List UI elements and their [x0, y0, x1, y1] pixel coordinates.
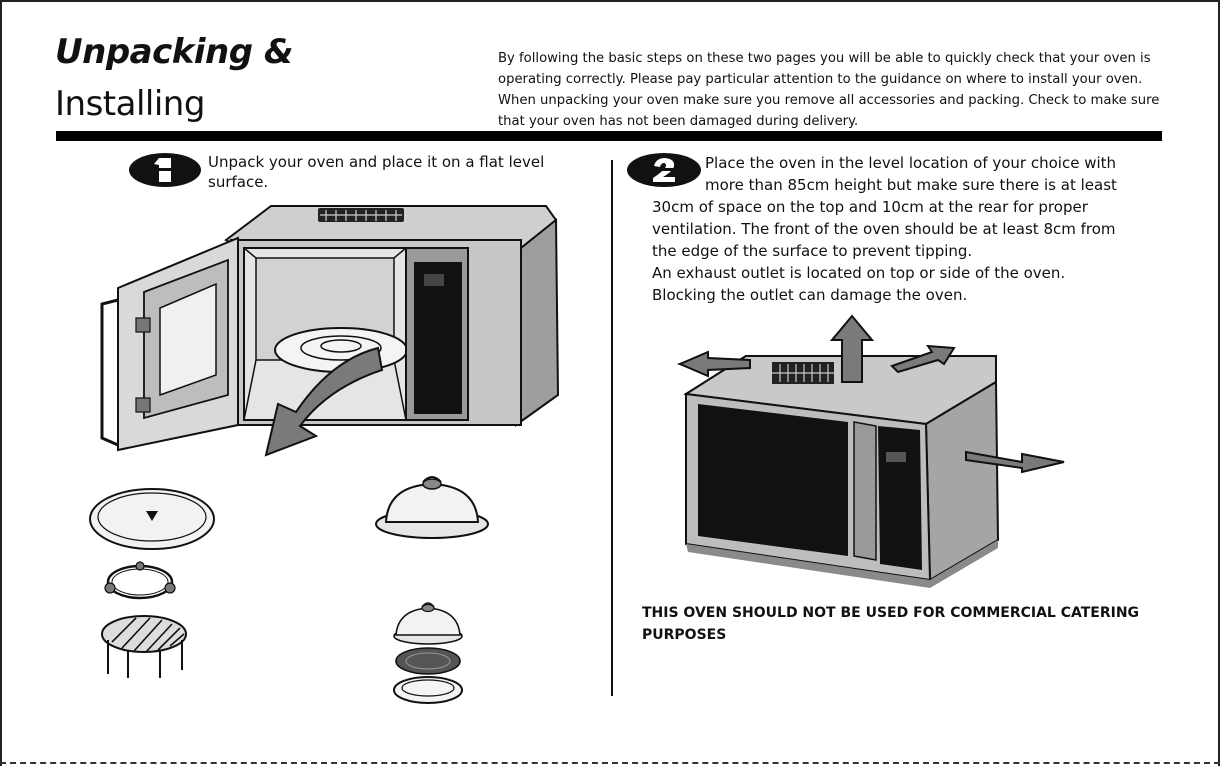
step1-number: 1 — [165, 176, 166, 178]
page-border-right — [1218, 0, 1220, 766]
microwave-open-door-icon — [100, 205, 560, 457]
step2-badge: 2 — [627, 153, 701, 187]
dome-cover-icon — [375, 476, 489, 539]
step2-text-exhaust: An exhaust outlet is located on top or s… — [652, 264, 1066, 304]
turntable-glass-tray-icon — [89, 488, 215, 550]
commercial-use-warning: THIS OVEN SHOULD NOT BE USED FOR COMMERC… — [642, 605, 1140, 643]
step2-text-rest: 30cm of space on the top and 10cm at the… — [652, 198, 1116, 260]
wire-rack-icon — [101, 615, 187, 678]
column-divider — [611, 160, 613, 696]
microwave-ventilation-arrows-icon — [676, 314, 1065, 588]
step2-body: 30cm of space on the top and 10cm at the… — [652, 196, 1122, 306]
intro-paragraph: By following the basic steps on these tw… — [498, 51, 1160, 129]
page-border-top — [0, 0, 1220, 2]
step1-text: Unpack your oven and place it on a flat … — [208, 153, 545, 191]
page-border-left — [0, 0, 2, 766]
step1-badge: 1 — [129, 153, 201, 187]
step2-text-first: Place the oven in the level location of … — [705, 154, 1117, 194]
step2-number: 2 — [664, 176, 665, 178]
page-title-line1: Unpacking & — [55, 32, 294, 72]
header-rule — [56, 131, 1162, 141]
page-title-line2: Installing — [55, 84, 205, 124]
roller-ring-icon — [104, 561, 176, 600]
page-border-bottom — [0, 762, 1220, 764]
small-dome-set-icon — [393, 602, 463, 704]
